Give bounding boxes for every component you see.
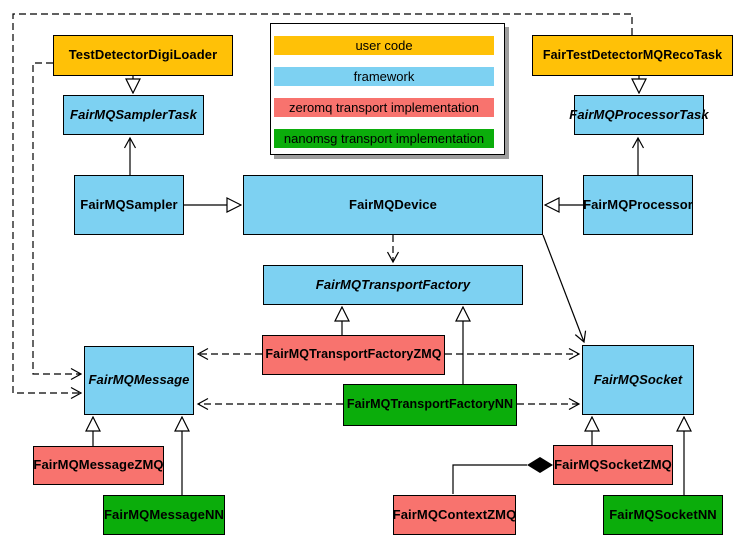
association-edges: [123, 136, 645, 344]
class-box-fairmqmessage: FairMQMessage: [84, 346, 194, 415]
class-box-testdetectordigiloader: TestDetectorDigiLoader: [53, 35, 233, 76]
edge-recotask-message: [12, 13, 633, 400]
legend-item-nanomsg: nanomsg transport implementation: [274, 129, 494, 148]
class-box-fairmqmessagezmq: FairMQMessageZMQ: [33, 446, 164, 485]
class-box-fairmqsampler: FairMQSampler: [74, 175, 184, 235]
legend-item-zeromq: zeromq transport implementation: [274, 98, 494, 117]
dependency-edges: [12, 13, 633, 411]
class-box-fairmqsocketnn: FairMQSocketNN: [603, 495, 723, 535]
class-box-fairtestdetectormqrecotask: FairTestDetectorMQRecoTask: [532, 35, 733, 76]
class-box-fairmqsamplertask: FairMQSamplerTask: [63, 95, 204, 135]
edge-contextzmq-socketzmq: [452, 464, 527, 494]
class-box-fairmqprocessortask: FairMQProcessorTask: [569, 95, 709, 135]
class-box-fairmqprocessor: FairMQProcessor: [583, 175, 693, 235]
class-box-fairmqdevice: FairMQDevice: [243, 175, 543, 235]
class-box-fairmqsocketzmq: FairMQSocketZMQ: [553, 445, 673, 485]
inheritance-edges: [93, 76, 684, 495]
class-box-fairmqmessagenn: FairMQMessageNN: [103, 495, 225, 535]
class-box-fairmqtransportfactoryzmq: FairMQTransportFactoryZMQ: [262, 335, 445, 375]
legend: user code framework zeromq transport imp…: [270, 23, 505, 155]
aggregation-diamond-icon: [527, 457, 553, 473]
edge-device-socket: [542, 234, 587, 344]
legend-item-framework: framework: [274, 67, 494, 86]
class-box-fairmqsocket: FairMQSocket: [582, 345, 694, 415]
edge-digiloader-message: [32, 62, 83, 381]
class-box-fairmqtransportfactorynn: FairMQTransportFactoryNN: [343, 384, 517, 426]
class-box-fairmqcontextzmq: FairMQContextZMQ: [393, 495, 516, 535]
legend-item-user-code: user code: [274, 36, 494, 55]
class-box-fairmqtransportfactory: FairMQTransportFactory: [263, 265, 523, 305]
aggregation-edge-contextzmq-socketzmq: [452, 457, 553, 494]
